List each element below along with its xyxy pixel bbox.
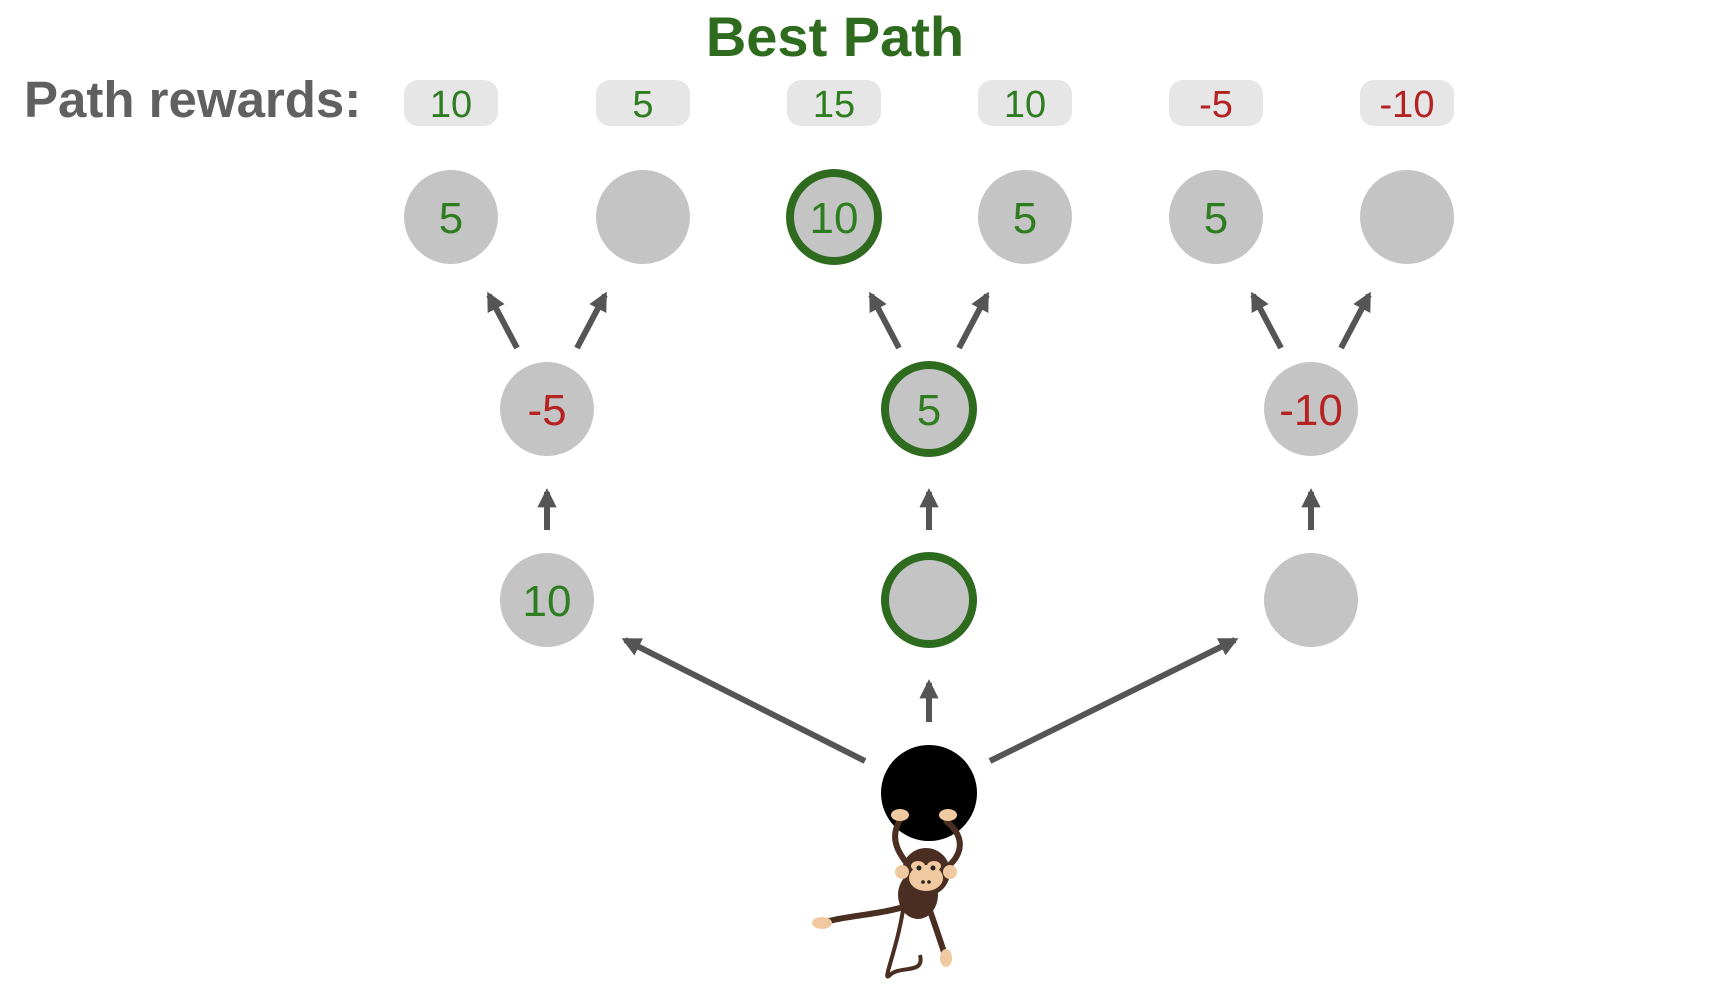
arrow-level2-to-level3-right-0 <box>574 291 608 350</box>
level2-node-2: -10 <box>1264 362 1358 456</box>
level3-node-3-value: 5 <box>1013 194 1037 243</box>
path-reward-pill-4 <box>1169 80 1263 126</box>
reward-pills-group: 10 5 15 10 -5 -10 <box>404 80 1454 126</box>
level3-node-2: 10 <box>786 169 882 265</box>
arrow-level2-to-level3-left-0 <box>486 291 520 350</box>
level2-node-1: 5 <box>881 361 977 457</box>
path-reward-value-5: -10 <box>1380 84 1435 126</box>
path-rewards-label: Path rewards: <box>24 71 362 128</box>
path-reward-5: -10 <box>1360 80 1454 126</box>
path-reward-pill-1 <box>596 80 690 126</box>
level3-node-5-circle <box>1360 170 1454 264</box>
path-reward-1: 5 <box>596 80 690 126</box>
path-reward-4: -5 <box>1169 80 1263 126</box>
arrow-root-to-right <box>988 637 1239 764</box>
level1-node-0-value: 10 <box>523 577 572 626</box>
level2-node-0: -5 <box>500 362 594 456</box>
arrow-level2-to-level3-left-2 <box>1250 291 1284 350</box>
level3-node-4-value: 5 <box>1204 194 1228 243</box>
level3-node-3: 5 <box>978 170 1072 264</box>
level1-node-1 <box>881 552 977 648</box>
level1-node-1-circle <box>881 552 977 648</box>
level3-node-0-value: 5 <box>439 194 463 243</box>
level1-node-0: 10 <box>500 553 594 647</box>
path-reward-value-2: 15 <box>813 84 855 126</box>
path-reward-value-1: 5 <box>632 84 653 126</box>
path-reward-3: 10 <box>978 80 1072 126</box>
level3-node-5 <box>1360 170 1454 264</box>
path-reward-value-4: -5 <box>1199 84 1233 126</box>
arrow-level2-to-level3-right-2 <box>1338 291 1372 350</box>
level3-node-4: 5 <box>1169 170 1263 264</box>
level3-node-2-circle <box>786 169 882 265</box>
level2-node-2-value: -10 <box>1279 386 1343 435</box>
path-reward-value-3: 10 <box>1004 84 1046 126</box>
path-reward-2: 15 <box>787 80 881 126</box>
nodes-group: 10 -5 5 -10 5 10 5 5 <box>404 169 1454 648</box>
level3-node-0-circle <box>404 170 498 264</box>
arrow-level2-to-level3-right-1 <box>956 291 990 350</box>
arrows-group <box>486 291 1372 764</box>
level3-node-4-circle <box>1169 170 1263 264</box>
level2-node-1-circle <box>881 361 977 457</box>
path-reward-pill-2 <box>787 80 881 126</box>
level2-node-0-circle <box>500 362 594 456</box>
level1-node-2 <box>1264 553 1358 647</box>
path-reward-pill-0 <box>404 80 498 126</box>
level3-node-0: 5 <box>404 170 498 264</box>
path-reward-value-0: 10 <box>430 84 472 126</box>
level1-node-2-circle <box>1264 553 1358 647</box>
path-reward-0: 10 <box>404 80 498 126</box>
level3-node-3-circle <box>978 170 1072 264</box>
level2-node-2-circle <box>1264 362 1358 456</box>
arrow-level2-to-level3-left-1 <box>868 291 902 350</box>
path-reward-pill-3 <box>978 80 1072 126</box>
level3-node-1 <box>596 170 690 264</box>
arrow-root-to-left <box>621 637 867 764</box>
level2-node-0-value: -5 <box>527 386 566 435</box>
level1-node-0-circle <box>500 553 594 647</box>
level2-node-1-value: 5 <box>917 386 941 435</box>
level3-node-1-circle <box>596 170 690 264</box>
monkey-icon <box>812 809 963 979</box>
path-reward-pill-5 <box>1360 80 1454 126</box>
diagram-title: Best Path <box>705 5 965 68</box>
level3-node-2-value: 10 <box>810 194 859 243</box>
